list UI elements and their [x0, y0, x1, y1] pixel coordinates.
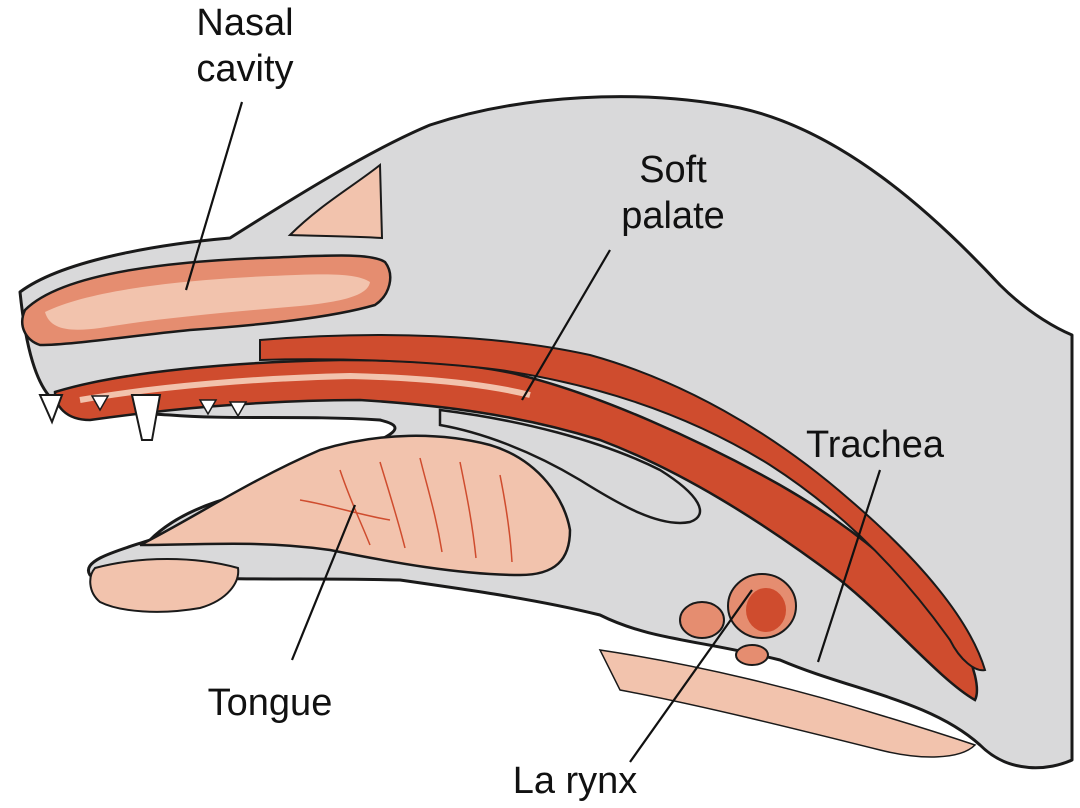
larynx-cartilage-inner: [746, 588, 786, 632]
nasal-cavity-inner: [45, 274, 370, 330]
larynx-label: La rynx: [512, 760, 638, 802]
tongue-label: Tongue: [207, 682, 333, 724]
trachea-label: Trachea: [806, 424, 944, 466]
molar-tooth-1: [90, 395, 110, 412]
fur-outline: [429, 95, 1073, 336]
soft-palate-leader: [521, 249, 611, 401]
palate-inner-light: [79, 372, 531, 403]
tongue-leader: [290, 504, 357, 661]
soft-palate-lobe: [438, 408, 702, 525]
nasal-cavity-leader: [184, 101, 244, 291]
tongue-muscle-lines: [299, 457, 513, 563]
nasal-cavity-label: Nasal cavity: [170, 0, 320, 92]
throat-lower-band: [598, 649, 977, 758]
canine-tooth: [130, 394, 162, 441]
trachea-leader: [816, 469, 882, 663]
nasal-cavity-label-line1: Nasal: [196, 2, 294, 44]
larynx-leader: [629, 589, 753, 763]
larynx-lower-cartilage: [735, 644, 769, 666]
soft-palate-label-line2: palate: [621, 195, 725, 237]
nasopharynx-band: [259, 334, 987, 672]
molar-tooth-2: [198, 399, 218, 416]
larynx-small-cartilage: [679, 601, 725, 639]
soft-palate-label: Soft palate: [598, 147, 748, 239]
soft-palate-label-line1: Soft: [639, 149, 707, 191]
nasal-cavity-label-line2: cavity: [196, 48, 294, 90]
ear-base: [287, 162, 384, 240]
lower-lip-pad: [89, 558, 240, 613]
incisor-tooth: [38, 394, 64, 425]
molar-tooth-3: [228, 401, 248, 418]
